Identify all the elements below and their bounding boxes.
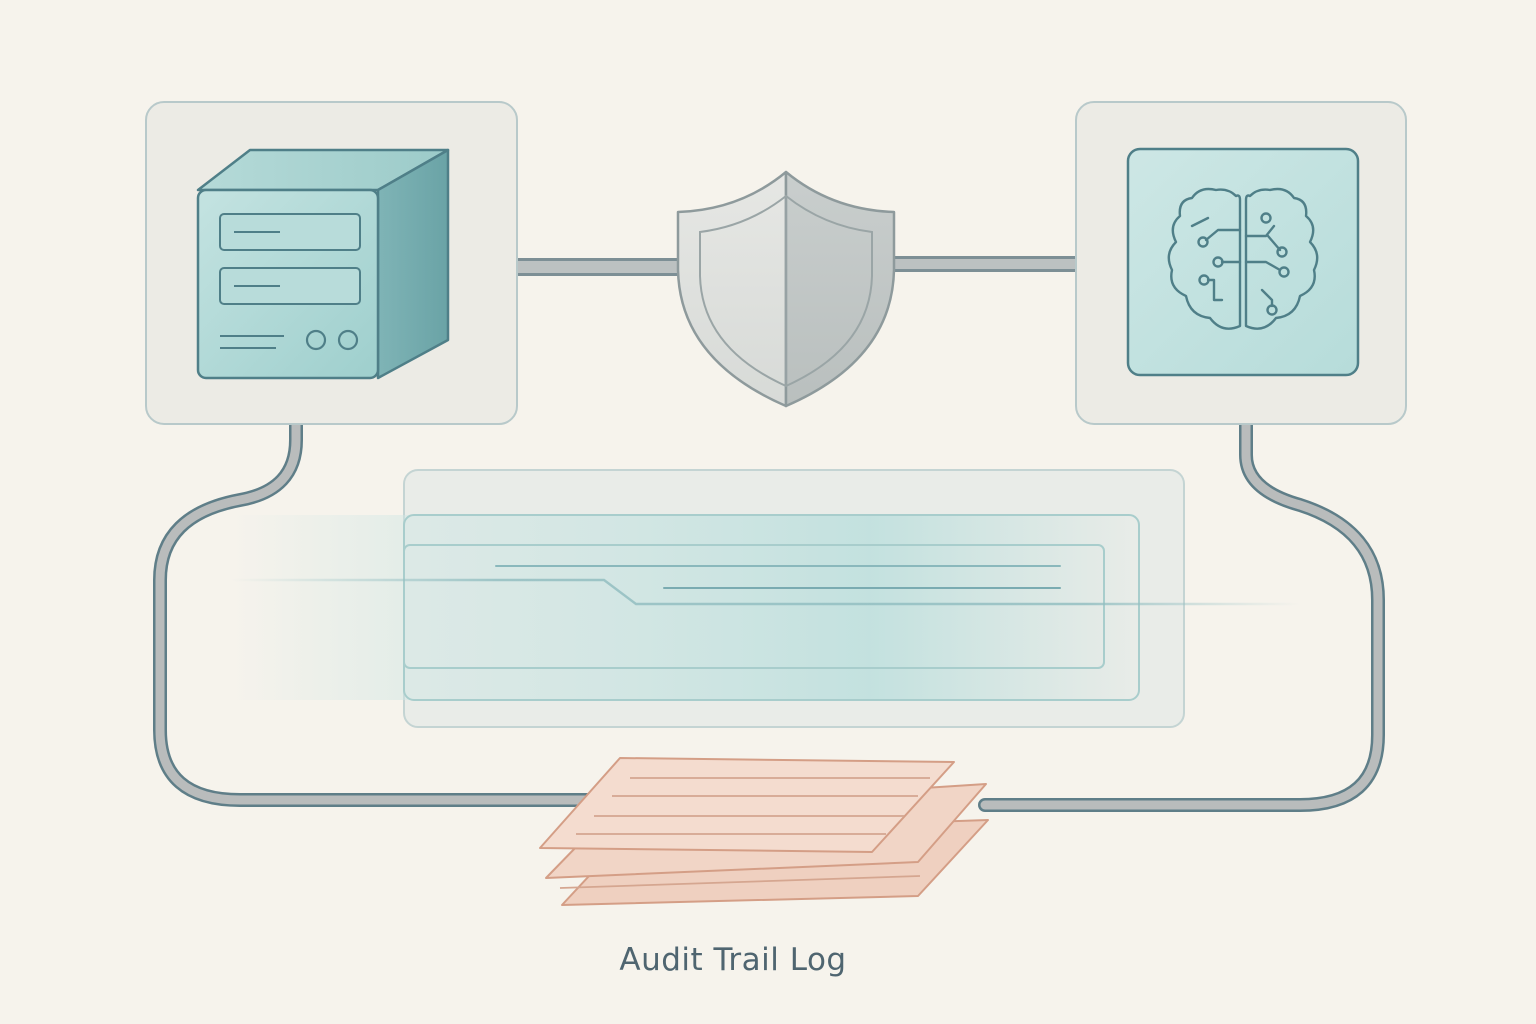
brain-circuit-icon	[1167, 187, 1319, 330]
stacked-log-sheets-icon	[539, 757, 989, 906]
stream-lines	[228, 544, 1311, 695]
audit-log-node	[539, 757, 989, 906]
shield-icon	[676, 170, 896, 408]
data-stream-panel	[228, 469, 1311, 728]
server-icon	[196, 148, 450, 380]
shield-node	[676, 170, 896, 408]
ai-inner-box	[1126, 147, 1360, 377]
server-node	[145, 101, 518, 425]
audit-trail-log-caption: Audit Trail Log	[619, 942, 847, 978]
ai-node	[1075, 101, 1407, 425]
